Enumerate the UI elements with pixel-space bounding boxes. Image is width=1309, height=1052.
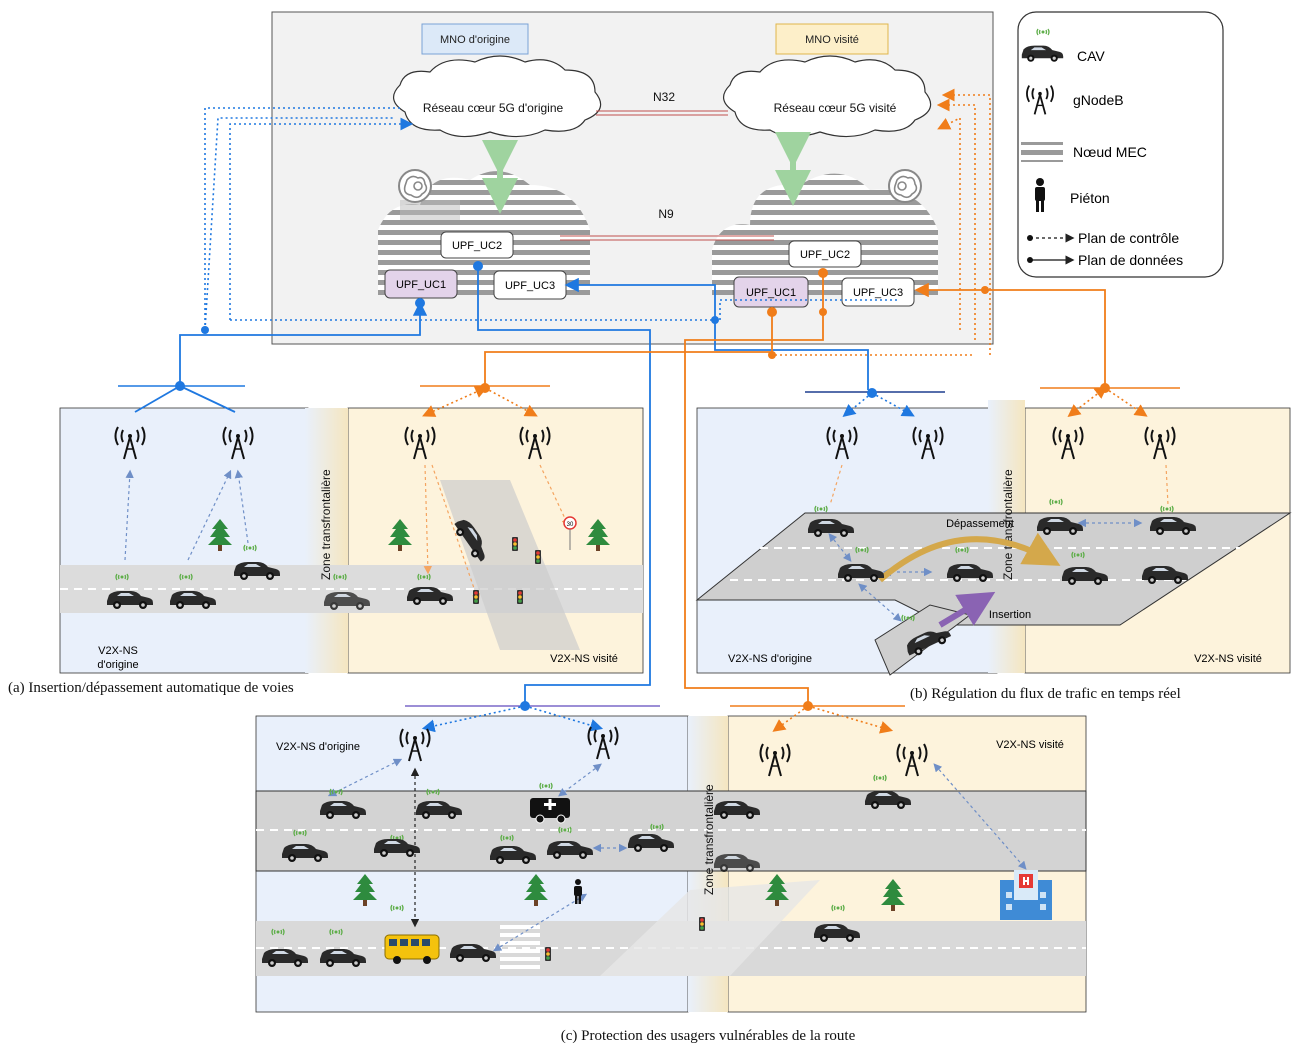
home-upf-uc2-label: UPF_UC2 <box>452 240 502 252</box>
school-bus-icon <box>384 934 440 964</box>
mno-visited-label: MNO visité <box>805 34 859 46</box>
panel-a-caption: (a) Insertion/dépassement automatique de… <box>8 680 294 696</box>
panel-b-caption: (b) Régulation du flux de trafic en temp… <box>910 686 1181 702</box>
legend-cav: CAV <box>1077 48 1105 64</box>
n9-label: N9 <box>658 207 674 221</box>
route-nodes <box>201 261 989 359</box>
panel-c: Zone transfrontalière V2X-NS d'origine V… <box>255 701 1087 1013</box>
legend: CAV gNodeB Nœud MEC Piéton Plan de contr… <box>1017 11 1224 278</box>
traffic-light-icon <box>699 917 705 931</box>
visited-upf-uc1-label: UPF_UC1 <box>746 287 796 299</box>
traffic-light-icon <box>517 590 523 604</box>
svg-text:30: 30 <box>567 522 574 528</box>
n32-label: N32 <box>653 90 675 104</box>
hospital-icon <box>1000 870 1052 920</box>
visited-upf-uc3 <box>841 277 915 307</box>
visited-core-cloud: Réseau cœur 5G visité <box>723 55 932 138</box>
panel-b-overtake: Dépassement <box>946 518 1014 530</box>
ambulance-icon <box>530 798 570 824</box>
panel-c-visited-ns: V2X-NS visité <box>996 739 1064 751</box>
traffic-light-icon <box>545 947 551 961</box>
traffic-light-icon <box>473 590 479 604</box>
visited-upf-uc2-label: UPF_UC2 <box>800 249 850 261</box>
blue-data-routes <box>179 265 869 705</box>
home-upf-uc3-label: UPF_UC3 <box>505 280 555 292</box>
legend-mec: Nœud MEC <box>1073 144 1147 160</box>
blue-control-routes <box>204 107 900 331</box>
orange-control-routes <box>775 88 991 356</box>
speed-sign-icon: 30 <box>563 516 577 550</box>
legend-pedestrian: Piéton <box>1070 190 1110 206</box>
traffic-light-icon <box>535 550 541 564</box>
panel-a-home-ns-2: d'origine <box>97 659 138 671</box>
legend-data-plane: Plan de données <box>1078 252 1183 268</box>
visited-upf-uc1 <box>733 276 809 308</box>
core-network-box: MNO d'origine MNO visité Réseau cœur 5G … <box>271 11 994 345</box>
legend-gnodeb: gNodeB <box>1073 92 1124 108</box>
home-core-cloud: Réseau cœur 5G d'origine <box>393 55 602 138</box>
visited-upf-uc3-label: UPF_UC3 <box>853 287 903 299</box>
visited-mec-node <box>712 173 938 295</box>
gear-brain-icon <box>398 169 432 203</box>
home-upf-uc2 <box>440 231 514 259</box>
panel-b-visited-ns: V2X-NS visité <box>1194 653 1262 665</box>
home-upf-uc1-label: UPF_UC1 <box>396 279 446 291</box>
panel-a: Zone transfrontalière V2X-NS d'origine V… <box>59 381 644 674</box>
legend-control-plane: Plan de contrôle <box>1078 230 1179 246</box>
home-upf-uc1 <box>384 269 458 299</box>
panel-c-border-zone: Zone transfrontalière <box>702 784 716 895</box>
pedestrian-icon <box>1035 178 1045 212</box>
traffic-light-icon <box>512 537 518 551</box>
orange-data-routes <box>484 272 1106 705</box>
visited-upf-uc2 <box>788 240 862 268</box>
panel-b-home-ns: V2X-NS d'origine <box>728 653 812 665</box>
panel-c-caption: (c) Protection des usagers vulnérables d… <box>561 1028 856 1044</box>
mec-node-icon <box>1021 142 1063 162</box>
panel-a-border-zone: Zone transfrontalière <box>319 469 333 580</box>
home-core-label: Réseau cœur 5G d'origine <box>423 101 564 115</box>
pedestrian-icon <box>574 879 582 904</box>
panel-b-insert: Insertion <box>989 609 1031 621</box>
panel-a-home-ns-1: V2X-NS <box>98 645 138 657</box>
mno-home-label: MNO d'origine <box>440 34 510 46</box>
gear-brain-icon-visited <box>888 169 922 203</box>
visited-core-label: Réseau cœur 5G visité <box>774 101 897 115</box>
panel-b-border-zone: Zone transfrontalière <box>1001 469 1015 580</box>
panel-b: Zone transfrontalière V2X-NS d'origine V… <box>695 383 1292 676</box>
panel-c-home-ns: V2X-NS d'origine <box>276 741 360 753</box>
panel-a-visited-ns: V2X-NS visité <box>550 653 618 665</box>
